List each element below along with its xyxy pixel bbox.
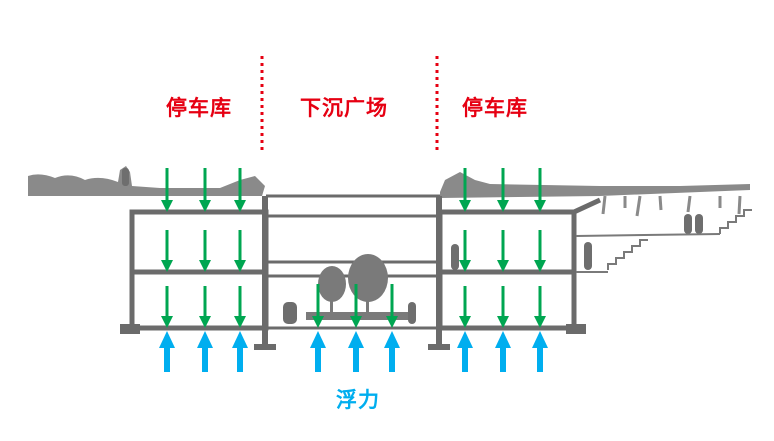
left-footing [120, 324, 140, 334]
right-garage-structure [437, 197, 602, 331]
gravity-arrow [161, 286, 173, 328]
left-garage-structure [129, 209, 269, 331]
zone-label-sunken-plaza: 下沉广场 [300, 96, 388, 120]
right-footing [566, 324, 586, 334]
gravity-arrow [497, 168, 509, 212]
buoyancy-arrow [384, 331, 400, 372]
force-label-buoyancy: 浮力 [336, 388, 380, 412]
gravity-arrow [161, 230, 173, 272]
plaza-structure [260, 194, 446, 330]
stairs [575, 209, 752, 273]
gravity-arrow [497, 230, 509, 272]
buoyancy-arrow [495, 331, 511, 372]
gravity-arrow [497, 286, 509, 328]
gravity-arrow [386, 284, 398, 328]
gravity-arrow [161, 168, 173, 212]
gravity-arrow [234, 230, 246, 272]
gravity-arrow [534, 286, 546, 328]
gravity-arrow [534, 230, 546, 272]
gravity-arrow [350, 284, 362, 328]
gravity-arrow [459, 230, 471, 272]
buoyancy-arrows [159, 331, 548, 372]
ground-line-left [28, 166, 265, 196]
buoyancy-arrow [197, 331, 213, 372]
gravity-arrow [312, 284, 324, 328]
trees [306, 254, 416, 320]
buoyancy-arrow [232, 331, 248, 372]
gravity-arrow [234, 286, 246, 328]
gravity-arrow [199, 230, 211, 272]
gravity-arrow [534, 168, 546, 212]
gravity-arrow [234, 168, 246, 212]
zone-label-right-garage: 停车库 [462, 96, 528, 120]
buoyancy-arrow [532, 331, 548, 372]
gravity-arrow [459, 168, 471, 212]
ground-line-right [440, 172, 750, 217]
buoyancy-arrow [457, 331, 473, 372]
gravity-arrow [459, 286, 471, 328]
buoyancy-arrow [310, 331, 326, 372]
gravity-arrows [161, 168, 546, 328]
buoyancy-arrow [159, 331, 175, 372]
people [122, 168, 703, 324]
zone-label-left-garage: 停车库 [166, 96, 232, 120]
gravity-arrow [199, 168, 211, 212]
buoyancy-arrow [348, 331, 364, 372]
gravity-arrow [199, 286, 211, 328]
